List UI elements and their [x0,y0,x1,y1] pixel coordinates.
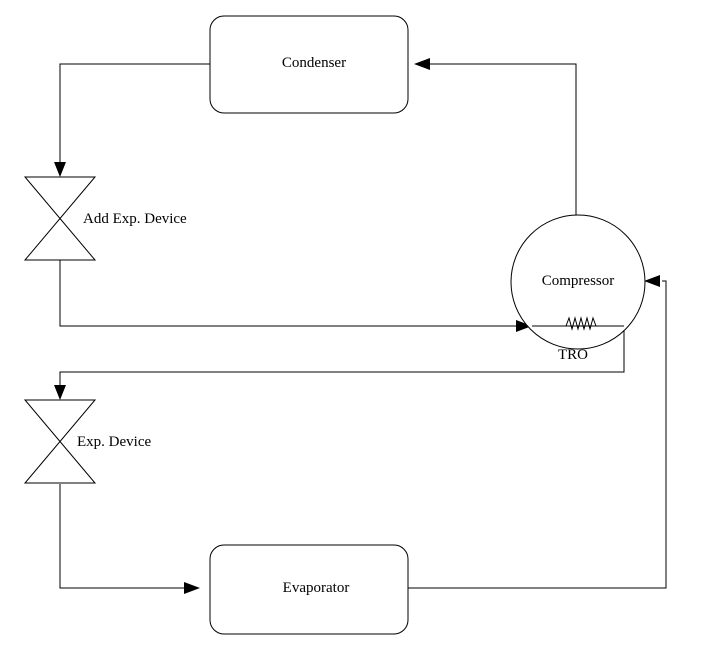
evaporator-node: Evaporator [209,544,409,635]
add-exp-device-valve-icon [23,176,97,261]
arrowheads [54,58,660,594]
line-condenser-to-add-exp-device [59,63,210,164]
arrowhead-into-add-exp-device [54,162,66,177]
tro-label: TRO [558,347,588,363]
evaporator-box [209,544,409,635]
arrowhead-into-exp-device [54,385,66,400]
line-add-exp-device-to-tro [59,260,516,327]
arrowhead-into-compressor [644,275,660,287]
exp-device-valve-icon [23,399,97,484]
compressor-circle [510,214,646,350]
line-tro-to-exp-device [59,326,625,386]
add-exp-device-node: Add Exp. Device [23,176,187,261]
evaporator-label: Evaporator [283,580,350,596]
arrowhead-into-tro [516,320,532,332]
arrowhead-into-evaporator [184,582,200,594]
compressor-label: Compressor [542,273,615,289]
line-compressor-to-condenser [430,63,577,216]
tro-node: TRO [532,316,624,363]
compressor-node: Compressor [510,214,646,350]
condenser-box [209,15,409,114]
line-evaporator-to-compressor [408,280,667,589]
tro-resistor-icon [565,316,597,331]
connection-lines [59,63,667,589]
add-exp-device-label: Add Exp. Device [83,211,187,227]
line-exp-device-to-evaporator [59,484,184,589]
exp-device-label: Exp. Device [77,434,151,450]
condenser-label: Condenser [282,55,346,71]
condenser-node: Condenser [209,15,409,114]
arrowhead-into-condenser [414,58,430,70]
exp-device-node: Exp. Device [23,399,151,484]
